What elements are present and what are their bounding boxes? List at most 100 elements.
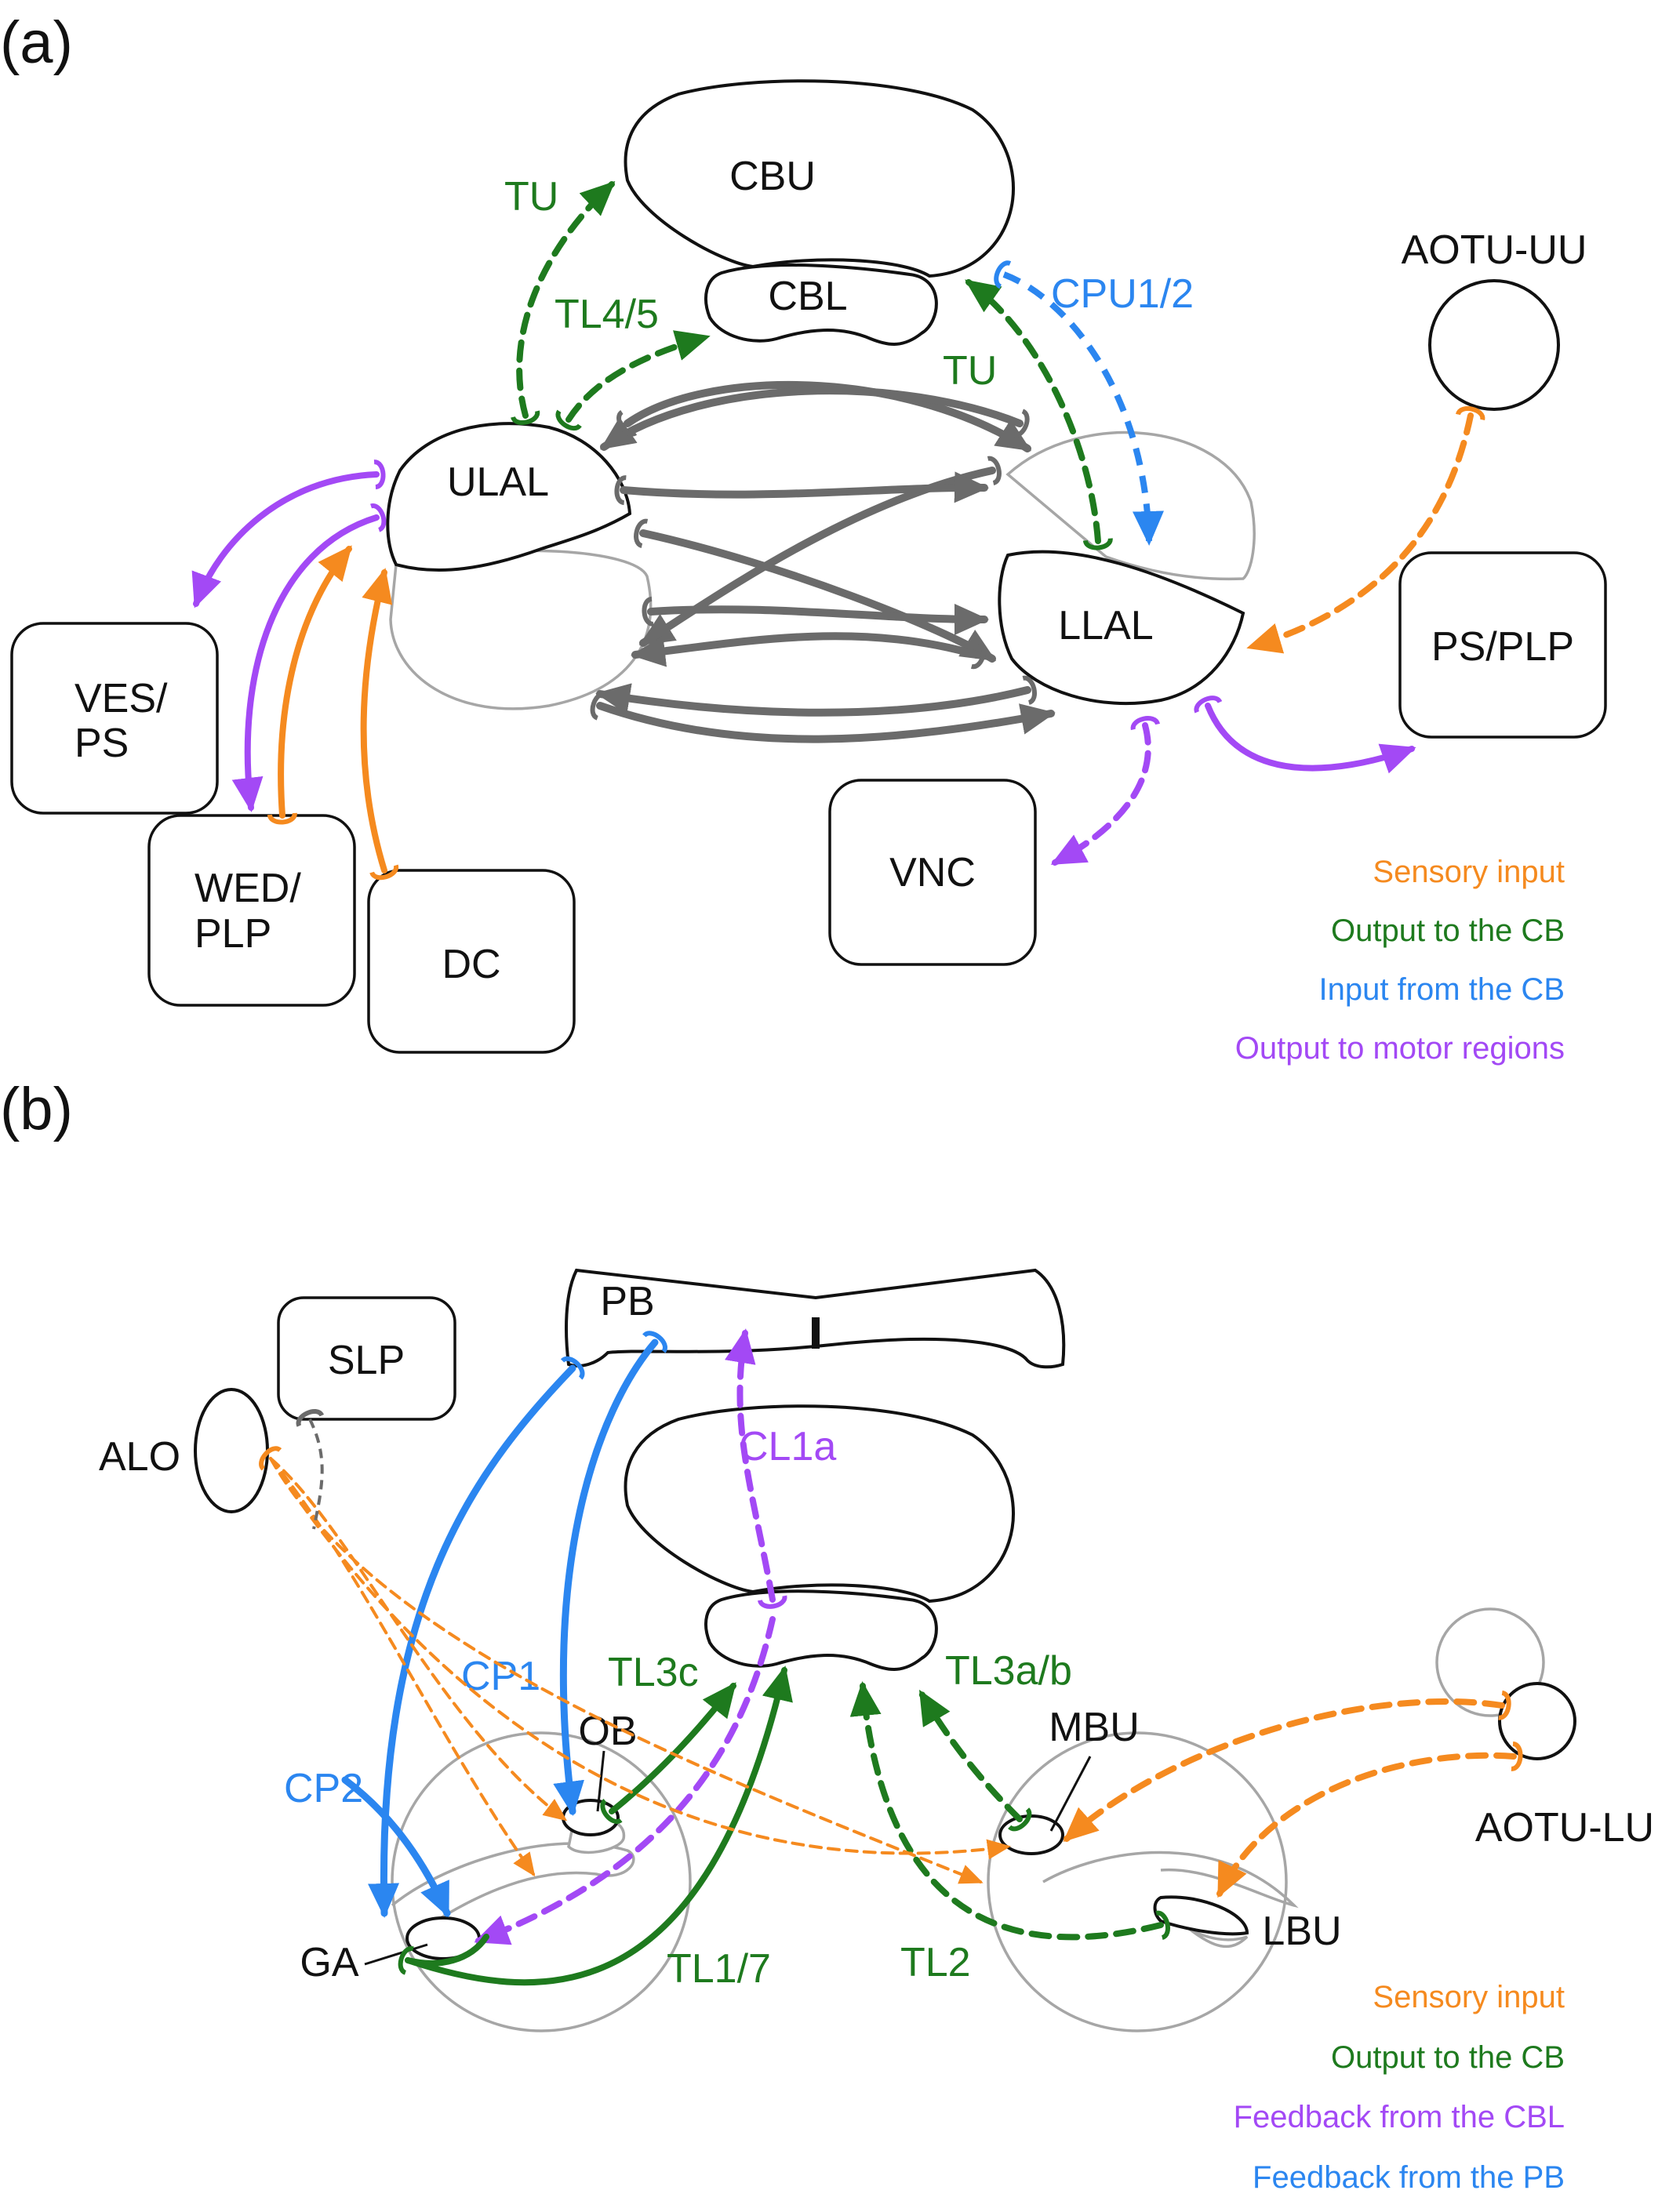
gray-arrow-1 [624, 380, 1032, 452]
cbl-region [704, 263, 938, 346]
lbu-structure [1153, 1895, 1249, 1936]
synapse-cup-4 [987, 456, 1002, 485]
synapse-cup-26 [1155, 1910, 1170, 1940]
legend-a: Sensory input Output to the CB Input fro… [1235, 855, 1565, 1066]
synapse-cup-14 [373, 459, 386, 490]
synapse-cup-29 [1498, 1690, 1511, 1720]
legend-b-sensory: Sensory input [1373, 1980, 1565, 2014]
pb-label: PB [600, 1279, 654, 1324]
ghost-left-band [391, 1842, 635, 1931]
legend-a-output-cb: Output to the CB [1331, 913, 1565, 948]
ulal-region [386, 422, 632, 572]
ghost-right-band [1042, 1851, 1299, 1909]
ghost-right-upper-lal [1005, 430, 1256, 581]
ga-label: GA [300, 1940, 358, 1985]
aotu-uu-circle [1428, 279, 1560, 411]
ghost-right-bulb [987, 1731, 1288, 2032]
panel-a-label: (a) [0, 9, 73, 76]
panel-a: (a) CBU CBL ULAL LLAL VES/ PS WED/ PLP D… [0, 9, 1607, 1066]
ps-plp-box [1398, 551, 1607, 739]
vnc-label: VNC [889, 850, 976, 895]
ulal-to-wed-path [231, 514, 380, 812]
orange-sensory-connections-b [269, 1457, 1517, 1898]
cl1a-down-path [474, 1616, 776, 1945]
synapse-cup-20 [1456, 406, 1485, 421]
ulal-to-ves-path [191, 471, 380, 608]
synapse-cup-27 [398, 1946, 414, 1975]
ghost-left-lower-lal [389, 549, 653, 710]
tl17-label: TL1/7 [667, 1946, 771, 1992]
llal-region [998, 550, 1245, 706]
gray-arrow-7 [647, 603, 989, 635]
aotu-to-lbu-path [1216, 1752, 1517, 1898]
cl1a-label: CL1a [739, 1424, 836, 1469]
legend-b-feedback-pb: Feedback from the PB [1253, 2160, 1565, 2195]
ga-pointer [364, 1943, 428, 1966]
aotu-uu-label: AOTU-UU [1402, 227, 1587, 273]
tl45-label: TL4/5 [555, 292, 659, 337]
cp2-label: CP2 [284, 1766, 363, 1811]
synapse-cup-30 [1511, 1741, 1523, 1771]
alo-to-ob-path [269, 1457, 568, 1822]
synapse-cup-12 [1082, 538, 1113, 550]
cp2-path-b [341, 1776, 451, 1918]
legend-a-input-cb: Input from the CB [1319, 972, 1565, 1007]
legend-b-output-cb: Output to the CB [1331, 2040, 1565, 2075]
llal-label: LLAL [1058, 603, 1153, 648]
green-output-connections-b [405, 1665, 1164, 1986]
cl1a-up-path [725, 1328, 776, 1603]
llal-to-psplp-path [1205, 703, 1416, 774]
legend-a-motor: Output to motor regions [1235, 1031, 1565, 1066]
panel-b-label: (b) [0, 1076, 73, 1142]
synapse-cup-31 [296, 1409, 325, 1427]
alo-label: ALO [99, 1434, 180, 1480]
slp-to-alo-path [308, 1418, 324, 1530]
tl3c-path [609, 1682, 736, 1814]
gray-arrow-2 [600, 387, 1024, 451]
synapse-cup-17 [1130, 716, 1160, 731]
synapse-cup-24 [600, 1798, 623, 1824]
synapse-cup-21 [642, 1331, 667, 1353]
tl3c-label: TL3c [608, 1650, 699, 1695]
panel-b: (b) PB SLP ALO OB GA MBU LBU [0, 1076, 1654, 2195]
lbu-label: LBU [1262, 1909, 1341, 1954]
ves-ps-box [10, 622, 219, 815]
cp1-path [553, 1338, 659, 1816]
llal-to-vnc-path [1050, 722, 1151, 866]
alo-ellipse [194, 1388, 269, 1513]
tu-right-path [965, 279, 1101, 544]
tl17-path [405, 1665, 793, 1986]
legend-a-sensory: Sensory input [1373, 855, 1565, 889]
orange-sensory-connections [278, 412, 1474, 874]
cb-upper-region [624, 1404, 1016, 1604]
dc-label: DC [442, 942, 500, 987]
synapse-cup-23 [757, 1595, 787, 1609]
wed-plp-label-line1: WED/ [195, 866, 301, 911]
ghost-left-bulb [391, 1731, 692, 2032]
alo-to-lbu-path [269, 1457, 984, 1884]
synapse-cup-15 [370, 503, 387, 532]
synapse-cup-13 [994, 260, 1012, 289]
synapse-cup-28 [259, 1446, 282, 1471]
synapse-cup-1 [616, 410, 638, 437]
aotu-lu-label: AOTU-LU [1475, 1805, 1654, 1851]
legend-b-feedback-cbl: Feedback from the CBL [1234, 2100, 1565, 2134]
vnc-box [828, 779, 1037, 966]
tl2-label: TL2 [900, 1940, 971, 1985]
synapse-cup-22 [560, 1357, 585, 1380]
ob-pointer [596, 1750, 605, 1812]
tl3ab-label: TL3a/b [945, 1648, 1072, 1694]
mbu-structure [998, 1814, 1064, 1855]
cp2-path-a [368, 1364, 576, 1918]
tu-left-path [516, 180, 616, 419]
cbl-label: CBL [768, 274, 847, 319]
aotu-uu-to-llal-path [1246, 412, 1474, 654]
blue-pb-feedback [341, 1338, 659, 1918]
purple-cbl-feedback [474, 1328, 776, 1945]
synapse-cup-2 [1013, 409, 1030, 438]
gray-arrow-9 [596, 702, 1056, 743]
legend-b: Sensory input Output to the CB Feedback … [1234, 1980, 1565, 2195]
dc-to-ulal-path [360, 568, 393, 874]
wed-to-ulal-path [278, 545, 352, 819]
